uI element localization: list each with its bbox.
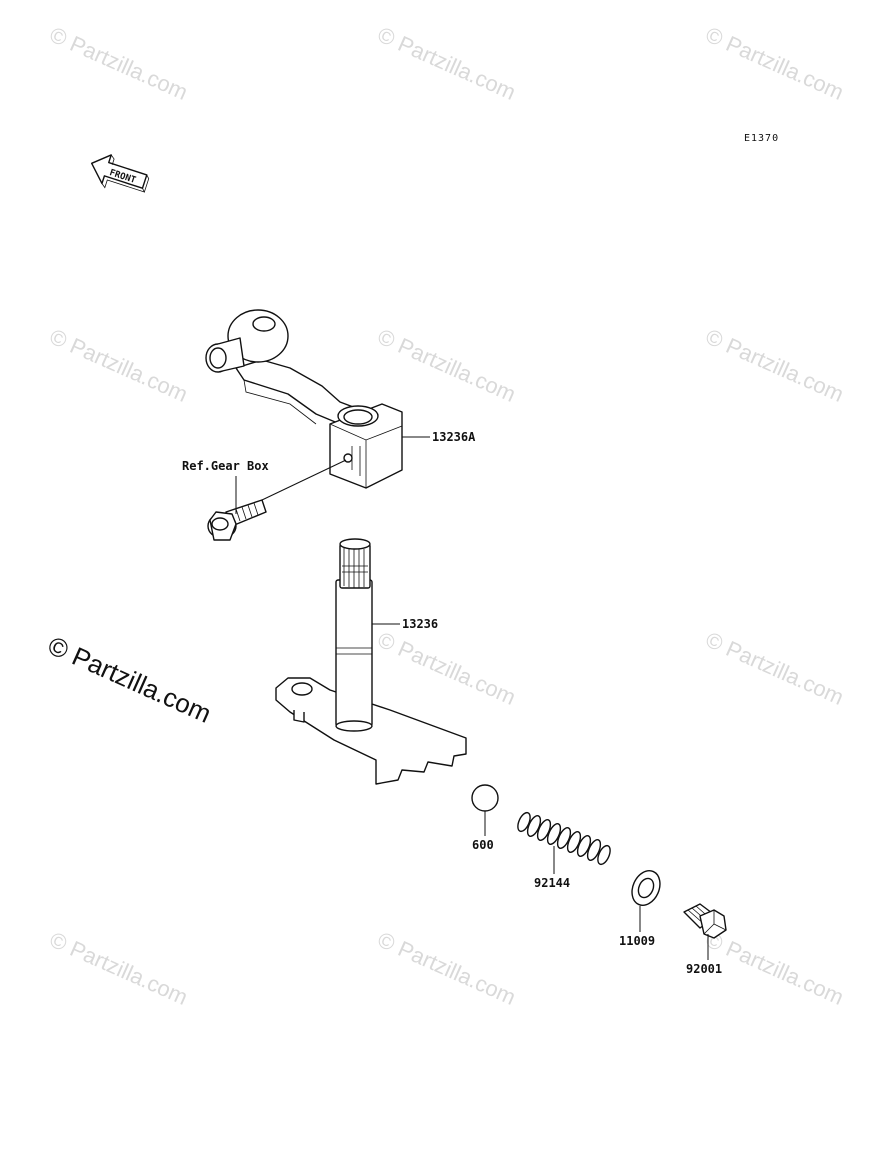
part-label-600: 600 (472, 838, 494, 852)
front-arrow-icon: FRONT (90, 154, 150, 194)
shift-shaft-13236 (275, 538, 467, 785)
washer-11009 (631, 870, 661, 906)
watermark: © Partzilla.com (374, 927, 520, 1010)
main-watermark: © Partzilla.com (44, 630, 216, 729)
watermark: © Partzilla.com (702, 22, 848, 105)
watermark: © Partzilla.com (46, 927, 192, 1010)
watermark: © Partzilla.com (702, 324, 848, 407)
ref-gear-box-label: Ref.Gear Box (182, 459, 269, 473)
part-label-11009: 11009 (619, 934, 655, 948)
watermark-layer: © Partzilla.com © Partzilla.com © Partzi… (46, 22, 848, 1010)
part-label-13236A: 13236A (432, 430, 476, 444)
shift-lever-13236A (205, 309, 403, 489)
watermark: © Partzilla.com (374, 627, 520, 710)
part-label-13236: 13236 (402, 617, 438, 631)
diagram-code: E1370 (744, 133, 779, 144)
gear-box-bolt (207, 499, 267, 541)
part-label-92144: 92144 (534, 876, 570, 890)
watermark: © Partzilla.com (702, 627, 848, 710)
watermark: © Partzilla.com (702, 927, 848, 1010)
plug-bolt-92001 (683, 903, 727, 939)
spring-92144 (517, 811, 611, 866)
watermark: © Partzilla.com (46, 22, 192, 105)
leader-lines (235, 436, 709, 960)
part-label-92001: 92001 (686, 962, 722, 976)
watermark: © Partzilla.com (374, 22, 520, 105)
ball-600 (471, 784, 499, 812)
watermark: © Partzilla.com (374, 324, 520, 407)
watermark: © Partzilla.com (46, 324, 192, 407)
